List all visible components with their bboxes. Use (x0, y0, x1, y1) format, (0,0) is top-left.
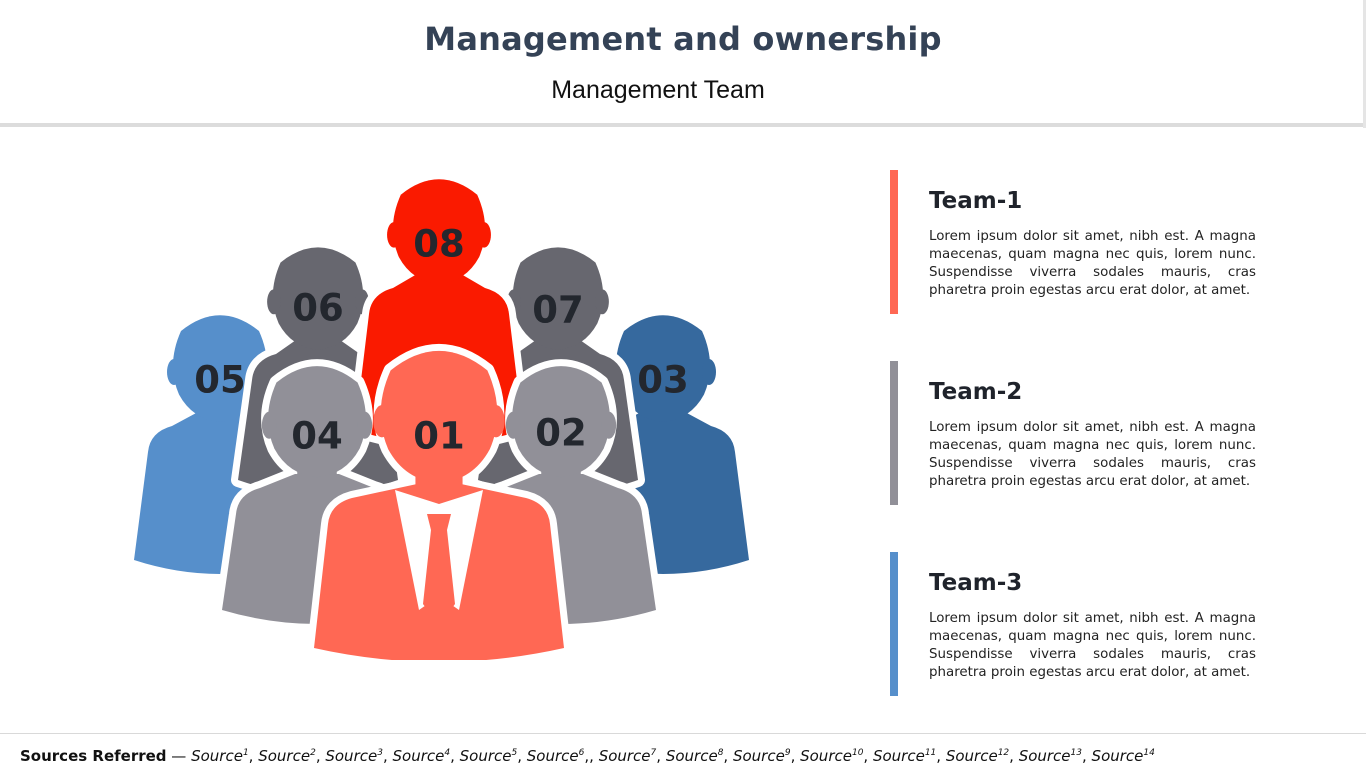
source-reference: Source12 (945, 747, 1010, 765)
footer-divider (0, 733, 1366, 734)
source-index: 2 (310, 748, 316, 758)
source-separator: , (656, 747, 666, 765)
source-separator: , (517, 747, 527, 765)
person-head (268, 366, 366, 478)
source-reference: Source14 (1091, 747, 1155, 765)
source-index: 9 (784, 748, 791, 758)
person-head (392, 179, 486, 284)
source-separator: , (936, 747, 946, 765)
team-color-bar (890, 552, 898, 696)
person-head (380, 350, 498, 484)
source-separator: , (723, 747, 733, 765)
source-separator: , (1009, 747, 1019, 765)
page-title: Management and ownership (424, 20, 942, 58)
source-list: Source1, Source2, Source3, Source4, Sour… (191, 747, 1155, 765)
source-index: 11 (924, 748, 937, 758)
source-reference: Source2 (258, 747, 316, 765)
person-head (512, 366, 610, 478)
sources-label: Sources Referred (20, 747, 167, 765)
source-index: 13 (1070, 748, 1082, 758)
source-reference: Source7 (598, 747, 657, 765)
person-ear (267, 289, 281, 315)
person-ear (702, 359, 716, 385)
source-separator: , (248, 747, 259, 765)
person-number: 01 (413, 415, 465, 458)
source-separator: , (1082, 747, 1092, 765)
team-title: Team-1 (929, 188, 1023, 214)
person-ear (261, 411, 277, 439)
source-reference: Source13 (1018, 747, 1082, 765)
team-description: Lorem ipsum dolor sit amet, nibh est. A … (929, 611, 1256, 680)
people-group-illustration: 05 03 06 07 08 04 02 01 (127, 172, 756, 660)
person-ear (487, 405, 505, 438)
source-index: 6 (578, 748, 585, 758)
person-number: 04 (291, 415, 343, 458)
person-ear (505, 411, 521, 439)
team-title: Team-3 (929, 570, 1023, 596)
person-number: 08 (413, 223, 465, 266)
page-subtitle: Management Team (551, 76, 765, 104)
person-number: 06 (292, 287, 344, 330)
sources-separator: — (166, 747, 192, 765)
sources-footer: Sources Referred — Source1, Source2, Sou… (20, 747, 1155, 765)
team-color-bar (890, 170, 898, 314)
source-index: 12 (997, 748, 1010, 758)
person-ear (601, 411, 617, 439)
person-number: 05 (194, 359, 246, 402)
header-edge-divider (1363, 0, 1366, 128)
person-number: 02 (535, 412, 587, 455)
source-separator: ,, (584, 747, 599, 765)
source-index: 1 (242, 748, 249, 758)
person-ear (373, 405, 391, 438)
source-reference: Source11 (872, 747, 937, 765)
source-reference: Source3 (325, 747, 383, 765)
person-head (512, 247, 604, 350)
source-index: 14 (1143, 748, 1155, 758)
source-separator: , (450, 747, 460, 765)
source-separator: , (790, 747, 801, 765)
person-number: 07 (532, 289, 584, 332)
tie-icon (423, 514, 455, 626)
person-ear (477, 222, 491, 248)
source-reference: Source5 (459, 747, 518, 765)
person-number: 03 (637, 359, 689, 402)
team-card-3: Team-3 Lorem ipsum dolor sit amet, nibh … (890, 552, 1260, 698)
person-ear (387, 222, 401, 248)
source-separator: , (863, 747, 873, 765)
team-people-figure: 05 03 06 07 08 04 02 01 (100, 170, 790, 660)
person-head (272, 247, 364, 350)
header-divider (0, 123, 1366, 127)
team-description: Lorem ipsum dolor sit amet, nibh est. A … (929, 229, 1256, 298)
source-index: 3 (377, 748, 383, 758)
team-color-bar (890, 361, 898, 505)
source-separator: , (382, 747, 393, 765)
person-head (615, 315, 711, 422)
team-card-1: Team-1 Lorem ipsum dolor sit amet, nibh … (890, 170, 1260, 316)
person-01: 01 (307, 343, 571, 660)
person-ear (595, 289, 609, 315)
source-index: 7 (650, 748, 657, 758)
source-reference: Source4 (392, 747, 451, 765)
source-index: 10 (851, 748, 864, 758)
source-reference: Source9 (732, 747, 791, 765)
source-index: 4 (444, 748, 451, 758)
team-description: Lorem ipsum dolor sit amet, nibh est. A … (929, 420, 1256, 489)
person-ear (357, 411, 373, 439)
team-title: Team-2 (929, 379, 1023, 405)
source-index: 8 (717, 748, 724, 758)
header: Management and ownership Management Team (0, 0, 1366, 128)
team-card-2: Team-2 Lorem ipsum dolor sit amet, nibh … (890, 361, 1260, 507)
source-reference: Source10 (800, 747, 864, 765)
source-reference: Source8 (665, 747, 724, 765)
person-ear (167, 359, 181, 385)
source-separator: , (315, 747, 326, 765)
source-reference: Source1 (191, 747, 249, 765)
source-index: 5 (511, 748, 518, 758)
source-reference: Source6 (526, 747, 585, 765)
